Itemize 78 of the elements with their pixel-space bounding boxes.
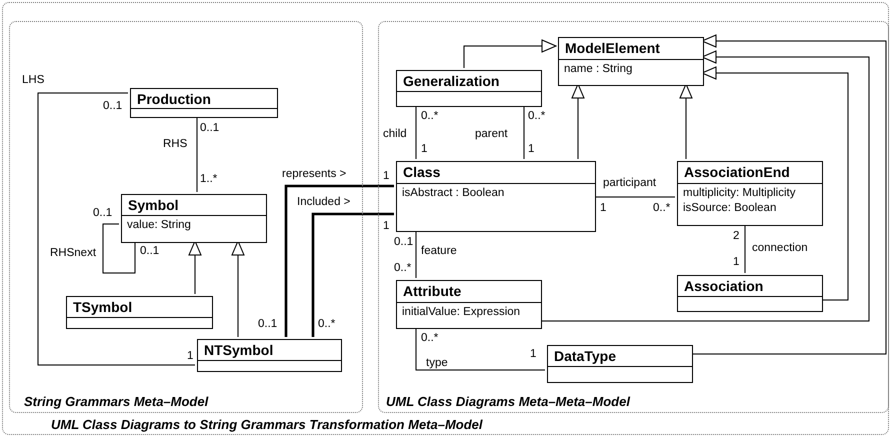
class-box — [396, 161, 596, 232]
class-name: DataType — [554, 348, 616, 364]
edge-label: type — [426, 357, 448, 370]
edge-label: Included > — [297, 196, 350, 209]
multiplicity-label: 0..* — [528, 110, 546, 123]
multiplicity-label: 1 — [383, 170, 390, 183]
attribute-text: name : String — [564, 62, 634, 77]
multiplicity-label: 1 — [733, 256, 740, 269]
multiplicity-label: 0..* — [653, 202, 670, 215]
multiplicity-label: 1 — [528, 143, 534, 156]
generalization-arrow — [464, 40, 556, 68]
association-line — [284, 184, 394, 337]
edge-label: LHS — [22, 74, 44, 87]
class-name: ModelElement — [565, 40, 660, 56]
attribute-text: value: String — [127, 218, 192, 233]
multiplicity-label: 0..1 — [258, 318, 278, 331]
generalization-arrow — [572, 84, 584, 160]
package-frame — [9, 21, 363, 413]
class-name: Class — [403, 164, 440, 180]
class-name: Generalization — [403, 73, 500, 89]
attribute-text: isAbstract : Boolean — [402, 186, 506, 201]
multiplicity-label: 1 — [421, 143, 428, 156]
class-name: AssociationEnd — [684, 164, 790, 180]
package-title: UML Class Diagrams Meta–Meta–Model — [386, 394, 630, 409]
class-box — [547, 345, 693, 383]
edge-label: RHS — [163, 138, 188, 151]
class-box — [396, 280, 542, 329]
attribute-text: multiplicity: Multiplicity — [683, 186, 796, 201]
association-line — [744, 224, 746, 274]
association-line — [196, 116, 198, 192]
multiplicity-label: 0..1 — [103, 100, 122, 113]
edge-label: represents > — [282, 168, 346, 181]
class-box — [677, 161, 823, 226]
package-frame — [378, 21, 889, 413]
multiplicity-label: 0..1 — [200, 122, 220, 135]
edge-label: connection — [752, 242, 808, 255]
class-name: Attribute — [403, 283, 462, 299]
association-line — [38, 92, 196, 366]
edge-label: feature — [421, 245, 457, 258]
multiplicity-label: 1 — [383, 220, 390, 233]
class-box — [66, 296, 213, 329]
multiplicity-label: 1 — [187, 350, 194, 363]
multiplicity-label: 1..* — [200, 173, 218, 186]
edge-label: participant — [603, 177, 656, 190]
class-name: NTSymbol — [204, 342, 274, 358]
generalization-arrow — [188, 240, 202, 294]
association-line — [102, 224, 136, 274]
attribute-text: initialValue: Expression — [402, 305, 522, 320]
edge-label: parent — [475, 128, 508, 141]
multiplicity-label: 0..1 — [140, 245, 160, 258]
class-name: Association — [684, 278, 764, 294]
class-name: TSymbol — [73, 299, 132, 315]
association-line — [312, 212, 394, 337]
generalization-arrow — [680, 84, 692, 160]
multiplicity-label: 1 — [600, 202, 606, 215]
multiplicity-label: 0..* — [394, 262, 412, 275]
class-name: Symbol — [128, 197, 179, 213]
multiplicity-label: 0..* — [318, 318, 336, 331]
edge-label: child — [383, 128, 407, 141]
edge-label: RHSnext — [50, 247, 96, 260]
class-box — [130, 88, 278, 118]
multiplicity-label: 2 — [733, 230, 740, 243]
generalization-arrow — [232, 240, 244, 338]
class-box — [677, 275, 823, 312]
multiplicity-label: 0..1 — [93, 207, 112, 220]
class-name: Production — [137, 91, 211, 107]
multiplicity-label: 0..* — [421, 110, 438, 123]
package-title: UML Class Diagrams to String Grammars Transformation Meta–Model — [51, 417, 483, 432]
multiplicity-label: 0..* — [421, 332, 438, 345]
multiplicity-label: 1 — [530, 348, 536, 361]
association-line — [416, 326, 546, 370]
attribute-text: isSource: Boolean — [683, 201, 778, 216]
class-box — [396, 70, 542, 107]
class-box — [558, 37, 704, 86]
class-box — [121, 194, 267, 243]
package-title: String Grammars Meta–Model — [24, 394, 208, 409]
multiplicity-label: 0..1 — [394, 236, 414, 249]
class-box — [197, 339, 342, 372]
